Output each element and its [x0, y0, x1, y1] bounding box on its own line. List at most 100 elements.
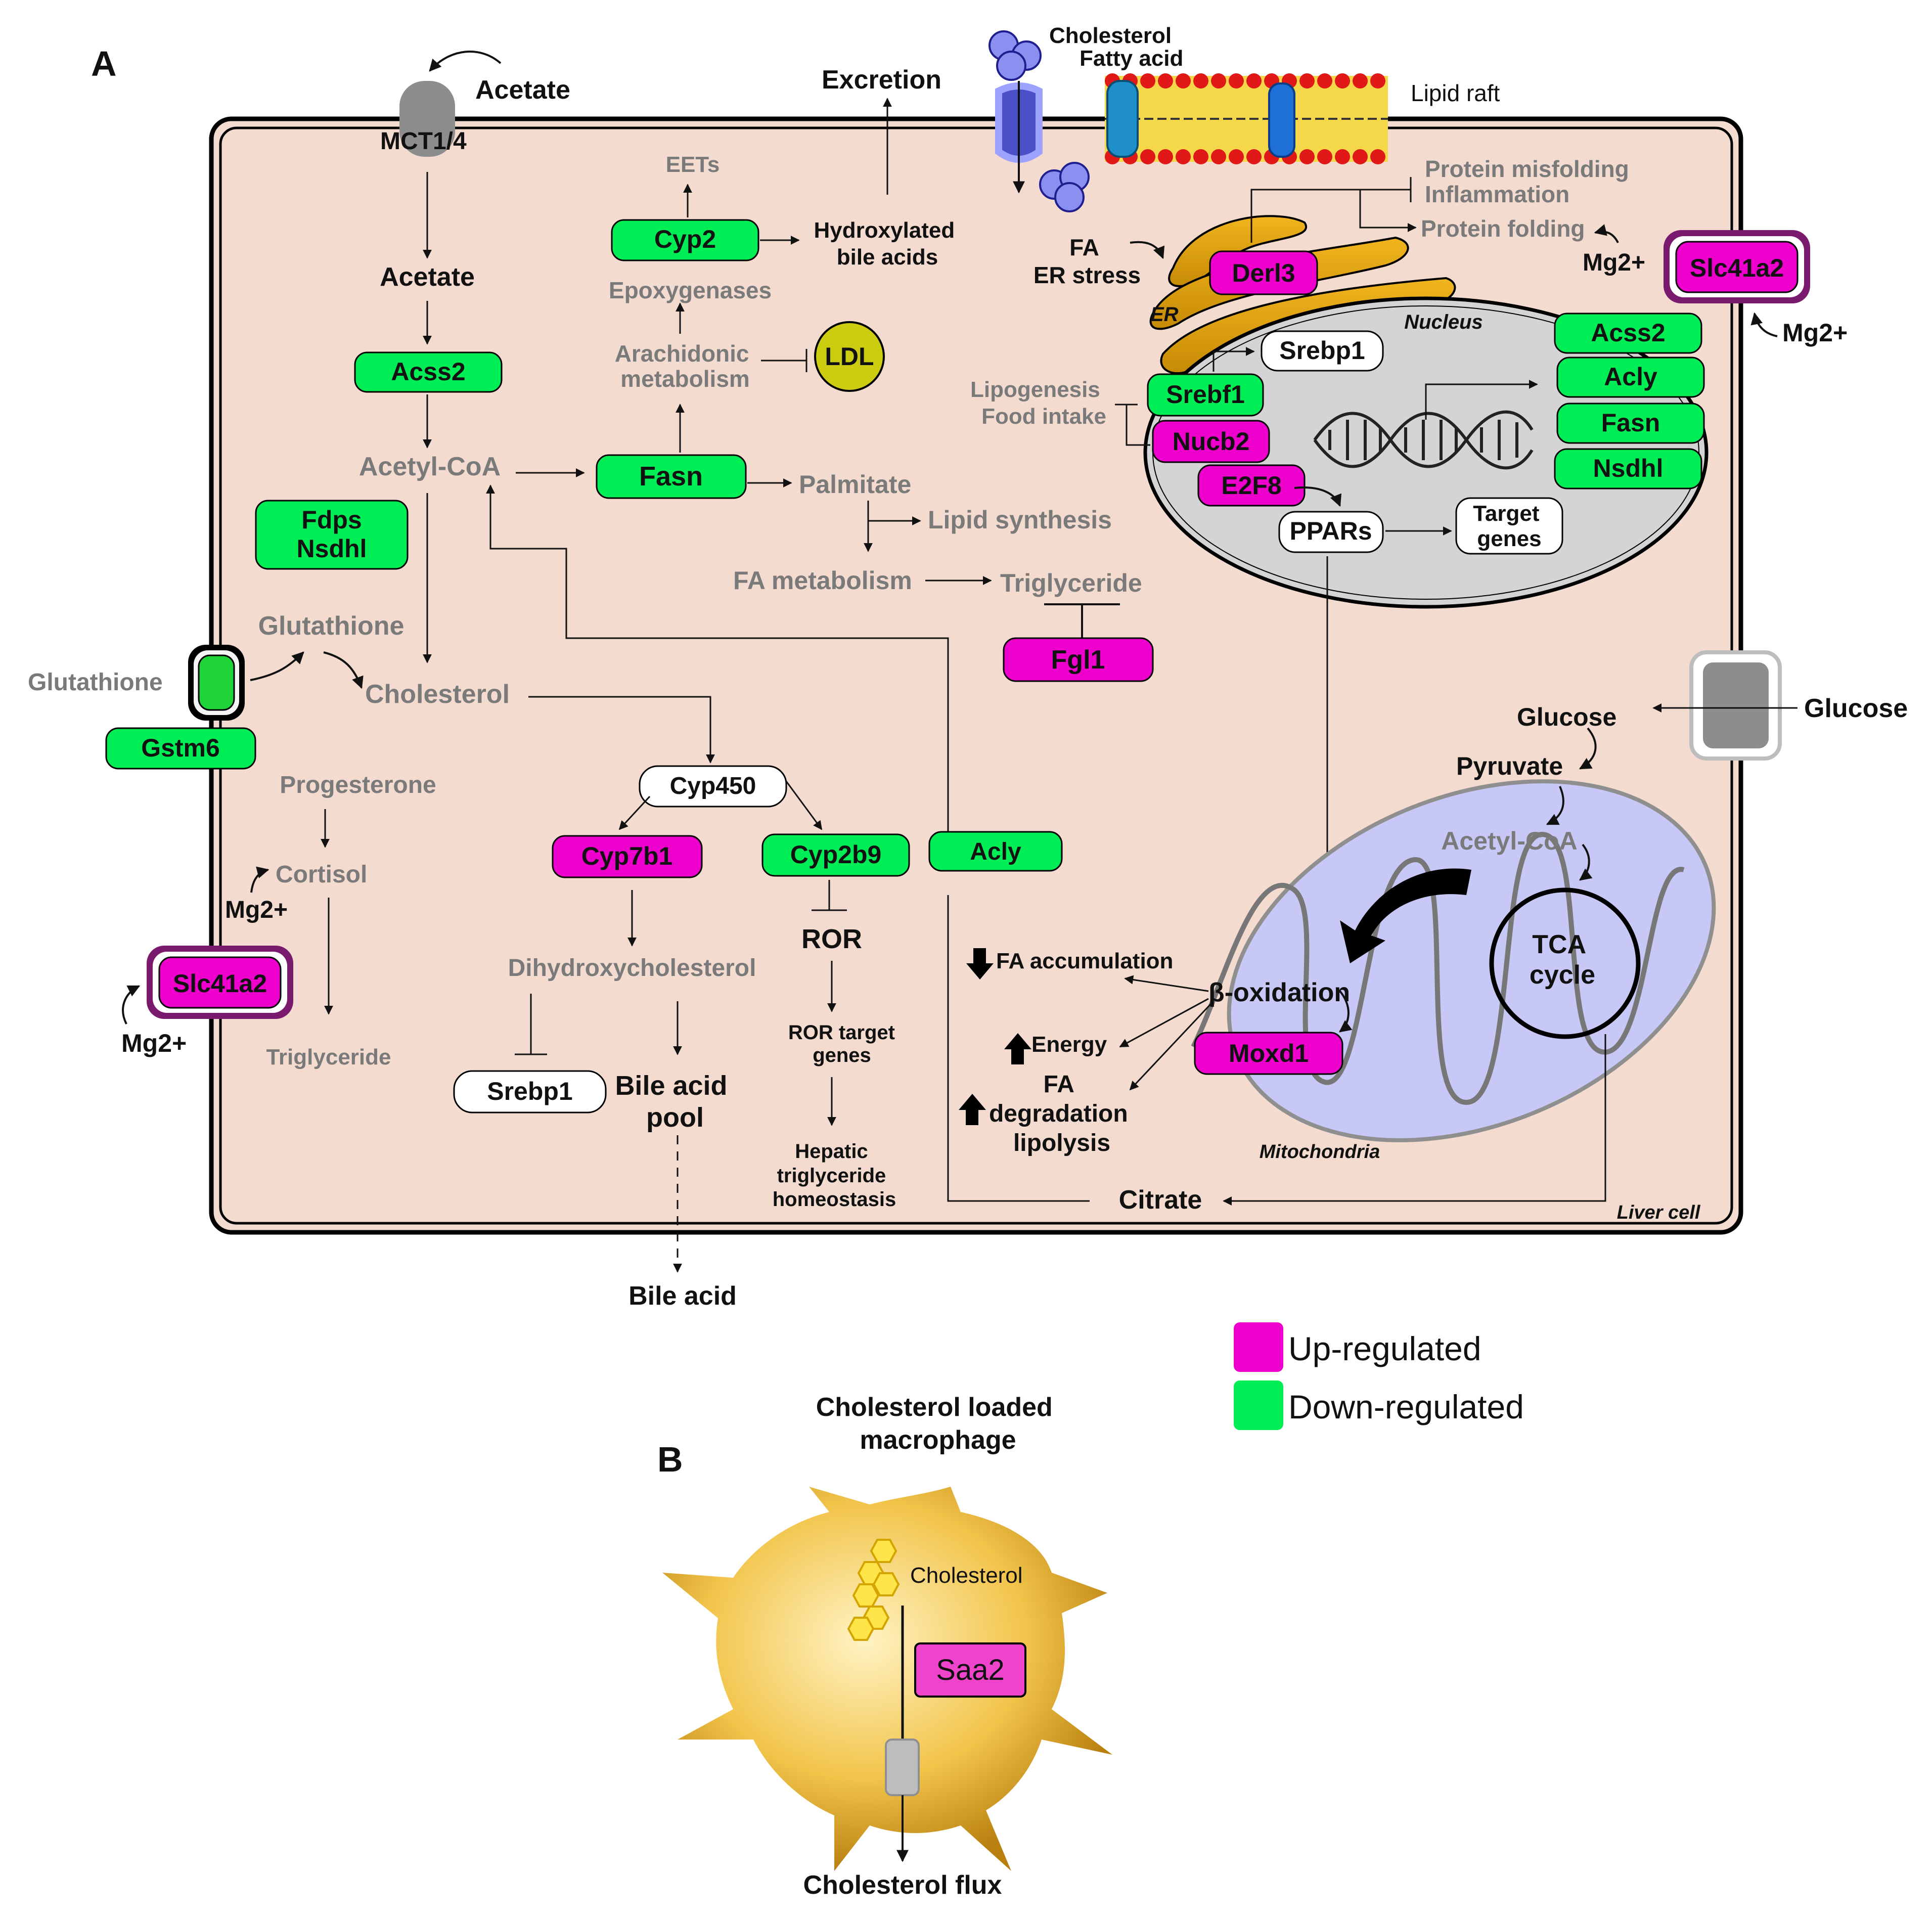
legend-down-label: Down-regulated [1288, 1388, 1524, 1426]
mct-transporter [399, 51, 502, 157]
dihydroxycholesterol-label: Dihydroxycholesterol [508, 955, 756, 982]
fdps-nsdhl-box [255, 500, 409, 570]
nuc-nsdhl-label: Nsdhl [1593, 454, 1664, 482]
cholesterol-fa-label: Cholesterol Fatty acid [1049, 23, 1183, 71]
big-arrow [1340, 868, 1471, 963]
fa-metabolism-label: FA metabolism [733, 566, 912, 595]
fgl1-box [1003, 637, 1154, 682]
bile-acid-pool-label: Bile acid pool [615, 1071, 735, 1133]
up-arrow-energy-icon [1004, 1033, 1031, 1064]
derl3-box [1209, 250, 1318, 295]
nuc-fasn-box [1556, 403, 1705, 444]
pyruvate-label: Pyruvate [1456, 752, 1563, 780]
mct-label: MCT1/4 [380, 128, 467, 155]
cortisol-label: Cortisol [276, 861, 367, 888]
acetate-in-label: Acetate [380, 262, 475, 292]
tca-label: TCA cycle [1530, 930, 1595, 990]
palmitate-label: Palmitate [799, 470, 911, 499]
fa-degradation-label: FA degradation lipolysis [989, 1071, 1135, 1156]
ppars-box [1278, 511, 1384, 553]
glucose-in-label: Glucose [1517, 703, 1616, 731]
up-arrow-fa-icon [959, 1094, 986, 1125]
panel-b-label: B [657, 1440, 683, 1479]
legend-up-swatch [1234, 1322, 1283, 1372]
cholesterol-label: Cholesterol [365, 680, 510, 709]
macrophage-cell [662, 1487, 1112, 1871]
protein-folding-label: Protein folding [1421, 215, 1585, 242]
srebp1-nuc-box [1261, 330, 1384, 372]
cyp2b9-label: Cyp2b9 [790, 840, 882, 869]
glucose-transporter [1689, 650, 1782, 761]
legend-up-label: Up-regulated [1288, 1330, 1481, 1367]
slc41a2-right-label: Slc41a2 [1690, 254, 1784, 282]
fasn-box [596, 454, 747, 499]
acly-label: Acly [970, 838, 1021, 865]
cholesterol-channel [989, 30, 1090, 212]
cyp2b9-box [761, 833, 910, 877]
lipogenesis-label: Lipogenesis Food intake [970, 377, 1106, 429]
cholesterol-flux-label: Cholesterol flux [803, 1871, 1002, 1900]
beta-ox-label: β-oxidation [1208, 978, 1350, 1007]
saa2-box [914, 1642, 1026, 1698]
panel-b-title: Cholesterol loaded macrophage [816, 1393, 1060, 1455]
legend-down-swatch [1234, 1380, 1283, 1430]
ppars-label: PPARs [1289, 517, 1372, 545]
srebf1-label: Srebf1 [1166, 380, 1245, 409]
acly-box [928, 831, 1063, 872]
tca-cycle [1489, 887, 1641, 1039]
hydroxylated-label: Hydroxylated bile acids [814, 218, 961, 270]
epoxygenases-label: Epoxygenases [609, 277, 772, 303]
cyp2-box [611, 219, 759, 261]
nuc-nsdhl-box [1554, 448, 1702, 489]
cyp450-label: Cyp450 [670, 773, 756, 799]
cyp7b1-label: Cyp7b1 [581, 842, 673, 870]
fgl1-label: Fgl1 [1051, 645, 1105, 675]
cyp7b1-box [552, 835, 703, 878]
ror-target-label: ROR target genes [788, 1021, 901, 1066]
target-genes-box [1455, 497, 1563, 555]
liver-cell-label: Liver cell [1617, 1202, 1701, 1223]
panel-a-label: A [91, 44, 117, 83]
nuc-acss2-box [1554, 313, 1702, 354]
ldl-circle [814, 321, 885, 392]
moxd1-label: Moxd1 [1229, 1039, 1309, 1067]
fasn-label: Fasn [639, 461, 703, 492]
lipid-synthesis-label: Lipid synthesis [928, 506, 1112, 534]
glutathione-transporter [188, 645, 245, 721]
lipid-raft-label: Lipid raft [1411, 80, 1500, 106]
nuc-fasn-label: Fasn [1601, 409, 1660, 437]
acss2-label: Acss2 [391, 358, 465, 386]
ror-label: ROR [801, 924, 862, 954]
excretion-label: Excretion [822, 65, 941, 95]
target-genes-label: Target genes [1473, 501, 1545, 551]
srebf1-box [1147, 373, 1264, 417]
nucb2-box [1152, 420, 1270, 463]
glutathione-label: Glutathione [258, 611, 405, 641]
cholesterol-hexagons [847, 1539, 900, 1641]
acetyl-coa-label: Acetyl-CoA [359, 452, 501, 481]
dna-helix [1313, 410, 1534, 470]
panel-b-cholesterol-label: Cholesterol [910, 1563, 1023, 1588]
triglyceride-left-label: Triglyceride [266, 1045, 391, 1070]
slc41a2-left-label: Slc41a2 [173, 969, 267, 998]
srebp1-nuc-label: Srebp1 [1279, 336, 1365, 365]
nsdhl-label: Nsdhl [297, 535, 367, 563]
e2f8-label: E2F8 [1221, 471, 1282, 500]
mg-right-top: Mg2+ [1583, 249, 1645, 276]
macrophage-transporter [885, 1739, 920, 1796]
saa2-label: Saa2 [936, 1654, 1004, 1686]
slc41a2-right-box [1675, 241, 1799, 293]
acetyl-coa-mito-label: Acetyl-CoA [1441, 827, 1577, 855]
moxd1-box [1194, 1032, 1343, 1075]
mg-cortisol-label: Mg2+ [225, 897, 288, 923]
nucb2-label: Nucb2 [1173, 427, 1250, 456]
bile-acid-label: Bile acid [628, 1281, 737, 1311]
ldl-label: LDL [825, 342, 874, 371]
fa-er-stress-label: FA ER stress [1034, 234, 1141, 288]
acss2-box [354, 351, 503, 393]
acetate-out-label: Acetate [475, 75, 570, 105]
down-arrow-icon [966, 948, 994, 979]
lipid-raft [1105, 73, 1388, 164]
glucose-out-label: Glucose [1804, 694, 1908, 723]
glutathione-out-label: Glutathione [28, 669, 163, 696]
